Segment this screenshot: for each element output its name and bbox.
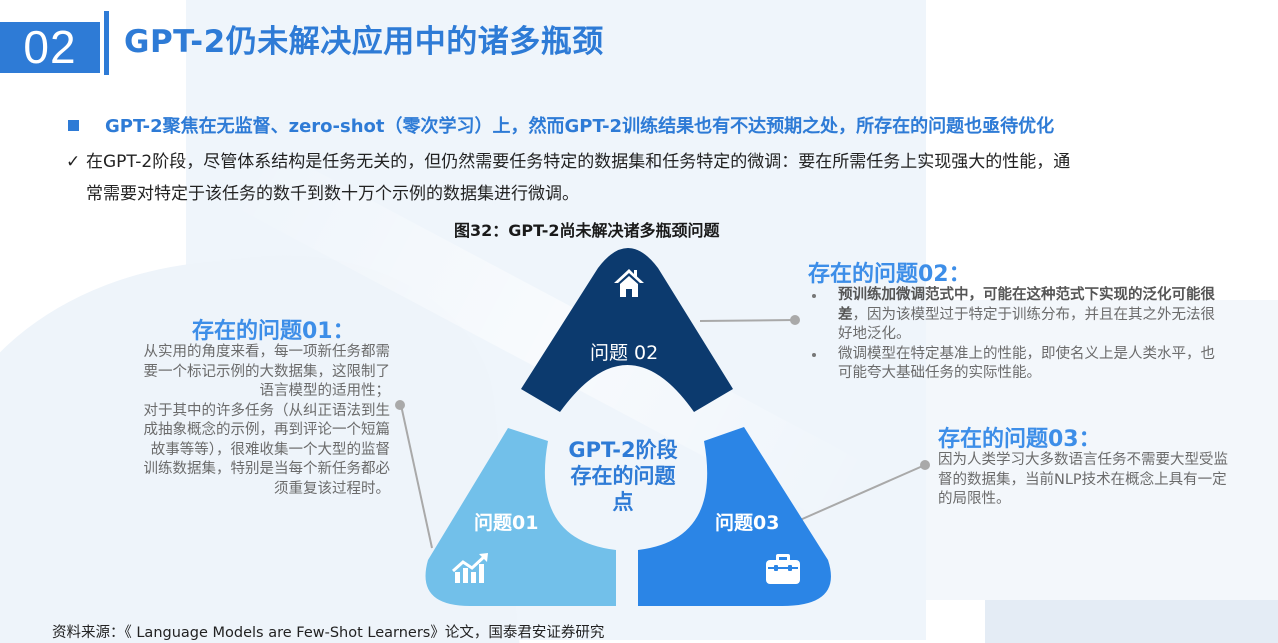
source-note: 资料来源：《 Language Models are Few-Shot Lear…	[52, 625, 605, 641]
problem-02-bullet-1: 预训练加微调范式中，可能在这种范式下实现的泛化可能很差，因为该模型过于特定于训练…	[808, 286, 1228, 345]
problem-02-title: 存在的问题02：	[808, 262, 971, 287]
checkmark-icon: ✓	[66, 152, 81, 172]
problem-03-text: 因为人类学习大多数语言任务不需要大型受监督的数据集，当前NLP技术在概念上具有一…	[938, 452, 1228, 507]
problem-03-title: 存在的问题03：	[938, 427, 1101, 452]
problem-02-bullet-2: 微调模型在特定基准上的性能，即使名义上是人类水平，也可能夸大基础任务的实际性能。	[808, 345, 1228, 384]
connector-dot-02	[790, 315, 800, 325]
paragraph-line-2: 常需要对特定于该任务的数千到数十万个示例的数据集进行微调。	[86, 184, 579, 204]
problem-01-text: 从实用的角度来看，每一项新任务都需 要一个标记示例的大数据集，这限制了 语言模型…	[143, 344, 391, 497]
piece-02-shape	[521, 248, 733, 412]
square-bullet-icon	[68, 119, 79, 131]
connector-dot-03	[920, 460, 930, 470]
header-divider-bar	[104, 11, 109, 75]
connector-line-02	[699, 319, 796, 322]
house-icon	[614, 269, 644, 297]
checked-paragraph: ✓在GPT-2阶段，尽管体系结构是任务无关的，但仍然需要任务特定的数据集和任务特…	[66, 146, 1256, 210]
briefcase-icon	[766, 554, 800, 584]
piece-03-label: 问题03	[715, 512, 780, 534]
piece-01-label: 问题01	[474, 512, 539, 534]
key-point-heading: GPT-2聚焦在无监督、zero-shot（零次学习）上，然而GPT-2训练结果…	[68, 112, 1258, 138]
connector-dot-01	[395, 400, 405, 410]
paragraph-line-1: ✓在GPT-2阶段，尽管体系结构是任务无关的，但仍然需要任务特定的数据集和任务特…	[66, 146, 1256, 178]
growth-chart-icon	[452, 553, 488, 583]
page-title: GPT-2仍未解决应用中的诸多瓶颈	[124, 24, 604, 60]
problem-02-list: 预训练加微调范式中，可能在这种范式下实现的泛化可能很差，因为该模型过于特定于训练…	[808, 286, 1228, 384]
connector-line-01	[400, 404, 433, 549]
connector-line-03	[799, 464, 926, 521]
center-label: GPT-2阶段 存在的问题 点	[568, 438, 678, 514]
figure-caption: 图32：GPT-2尚未解决诸多瓶颈问题	[454, 221, 720, 240]
section-number-badge: 02	[0, 22, 100, 73]
key-point-text: GPT-2聚焦在无监督、zero-shot（零次学习）上，然而GPT-2训练结果…	[105, 116, 1055, 137]
piece-01-shape	[425, 428, 616, 606]
problem-01-title: 存在的问题01：	[192, 319, 355, 344]
piece-02-label: 问题 02	[590, 342, 659, 364]
